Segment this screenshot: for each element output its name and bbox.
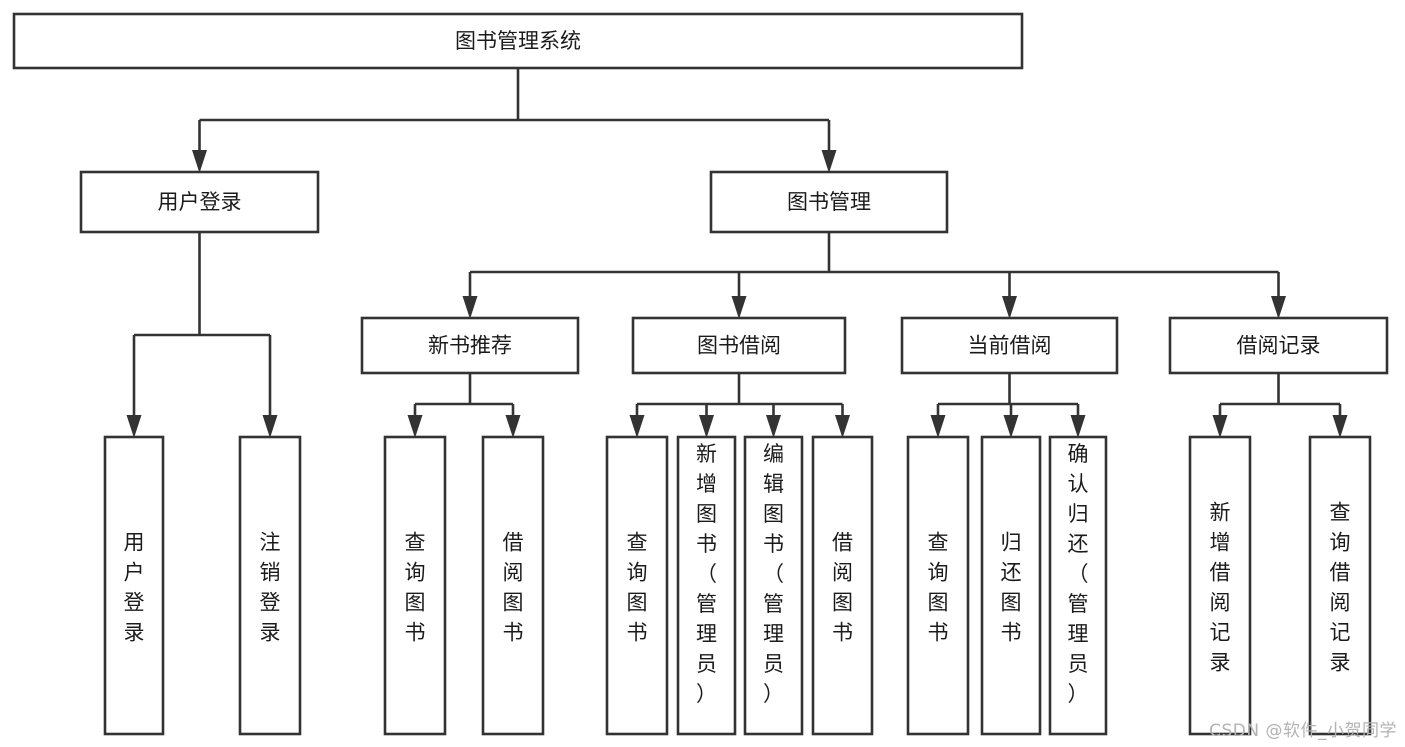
node-label-leaf-add-record: 新增借阅记录: [1210, 501, 1231, 675]
node-box-leaf-add-book[interactable]: [676, 435, 737, 736]
connector-group-current-borrow: [930, 373, 1086, 438]
node-leaf-confirm-return[interactable]: 确认归还（管理员）: [1048, 435, 1108, 736]
node-label-leaf-query-book-3: 查询图书: [928, 531, 949, 645]
connector-layer: [126, 68, 1348, 438]
node-leaf-query-book-2[interactable]: 查询图书: [605, 435, 669, 736]
node-box-root[interactable]: [12, 12, 1024, 70]
arrow-head-icon: [126, 415, 142, 438]
node-leaf-query-book-3[interactable]: 查询图书: [906, 435, 970, 736]
node-box-leaf-confirm-return[interactable]: [1048, 435, 1108, 736]
connector-group-user-login: [126, 232, 278, 438]
arrow-head-icon: [192, 150, 207, 173]
node-label-leaf-logout: 注销登录: [260, 531, 281, 645]
node-book-borrow[interactable]: 图书借阅: [631, 316, 847, 375]
node-box-current-borrow[interactable]: [900, 316, 1119, 375]
node-label-leaf-query-book-1: 查询图书: [405, 531, 426, 645]
node-label-user-login: 用户登录: [158, 190, 242, 214]
node-box-leaf-logout[interactable]: [238, 435, 302, 736]
arrow-head-icon: [629, 415, 645, 438]
arrow-head-icon: [1070, 415, 1086, 438]
node-box-leaf-add-record[interactable]: [1188, 435, 1252, 736]
node-label-borrow-record: 借阅记录: [1237, 334, 1321, 358]
node-leaf-add-record[interactable]: 新增借阅记录: [1188, 435, 1252, 736]
connector-group-borrow-record: [1212, 373, 1348, 438]
node-label-new-book-rec: 新书推荐: [428, 334, 512, 358]
arrow-head-icon: [699, 415, 714, 438]
node-box-new-book-rec[interactable]: [360, 316, 580, 375]
node-leaf-add-book[interactable]: 新增图书（管理员）: [676, 435, 737, 736]
arrow-head-icon: [731, 296, 747, 319]
node-borrow-record[interactable]: 借阅记录: [1168, 316, 1389, 375]
node-leaf-user-login[interactable]: 用户登录: [103, 435, 165, 736]
node-box-user-login[interactable]: [79, 170, 320, 234]
node-current-borrow[interactable]: 当前借阅: [900, 316, 1119, 375]
node-user-login[interactable]: 用户登录: [79, 170, 320, 234]
node-label-leaf-borrow-book-2: 借阅图书: [832, 531, 853, 645]
watermark-label: CSDN @软件_小贺同学: [1209, 721, 1397, 741]
node-box-leaf-borrow-book-2[interactable]: [811, 435, 874, 736]
node-box-book-manage[interactable]: [709, 170, 949, 234]
node-label-leaf-borrow-book-1: 借阅图书: [503, 531, 524, 645]
node-label-leaf-confirm-return: 确认归还（管理员）: [1068, 442, 1089, 706]
node-box-leaf-edit-book[interactable]: [743, 435, 804, 736]
node-leaf-return-book[interactable]: 归还图书: [980, 435, 1042, 736]
node-box-leaf-query-book-1[interactable]: [383, 435, 447, 736]
arrow-head-icon: [1003, 415, 1019, 438]
arrow-head-icon: [407, 415, 423, 438]
node-leaf-borrow-book-2[interactable]: 借阅图书: [811, 435, 874, 736]
arrow-head-icon: [766, 415, 781, 438]
node-leaf-query-record[interactable]: 查询借阅记录: [1308, 435, 1372, 736]
arrow-head-icon: [835, 415, 850, 438]
node-label-leaf-user-login: 用户登录: [124, 531, 145, 645]
node-label-leaf-return-book: 归还图书: [1001, 531, 1022, 645]
node-label-current-borrow: 当前借阅: [968, 334, 1052, 358]
node-root[interactable]: 图书管理系统: [12, 12, 1024, 70]
node-label-root: 图书管理系统: [455, 29, 581, 53]
node-label-leaf-query-record: 查询借阅记录: [1330, 501, 1351, 675]
arrow-head-icon: [930, 415, 946, 438]
node-box-leaf-borrow-book-1[interactable]: [481, 435, 545, 736]
node-box-leaf-query-book-2[interactable]: [605, 435, 669, 736]
node-box-leaf-return-book[interactable]: [980, 435, 1042, 736]
node-book-manage[interactable]: 图书管理: [709, 170, 949, 234]
arrow-head-icon: [1002, 296, 1017, 319]
node-label-book-borrow: 图书借阅: [697, 334, 781, 358]
node-label-leaf-query-book-2: 查询图书: [627, 531, 648, 645]
arrow-head-icon: [505, 415, 521, 438]
arrow-head-icon: [1212, 415, 1228, 438]
node-box-borrow-record[interactable]: [1168, 316, 1389, 375]
node-leaf-query-book-1[interactable]: 查询图书: [383, 435, 447, 736]
connector-group-book-manage: [462, 232, 1286, 319]
node-leaf-borrow-book-1[interactable]: 借阅图书: [481, 435, 545, 736]
node-box-leaf-query-book-3[interactable]: [906, 435, 970, 736]
arrow-head-icon: [1271, 296, 1286, 319]
connector-group-root: [192, 68, 837, 173]
node-label-leaf-add-book: 新增图书（管理员）: [696, 442, 717, 706]
arrow-head-icon: [821, 150, 837, 173]
node-box-book-borrow[interactable]: [631, 316, 847, 375]
node-leaf-edit-book[interactable]: 编辑图书（管理员）: [743, 435, 804, 736]
arrow-head-icon: [1332, 415, 1348, 438]
node-label-book-manage: 图书管理: [787, 190, 871, 214]
node-box-leaf-query-record[interactable]: [1308, 435, 1372, 736]
node-leaf-logout[interactable]: 注销登录: [238, 435, 302, 736]
connector-group-book-borrow: [629, 373, 850, 438]
node-new-book-rec[interactable]: 新书推荐: [360, 316, 580, 375]
connector-group-new-book-rec: [407, 373, 521, 438]
node-label-leaf-edit-book: 编辑图书（管理员）: [763, 442, 784, 706]
arrow-head-icon: [262, 415, 278, 438]
node-layer: 图书管理系统用户登录图书管理新书推荐图书借阅当前借阅借阅记录用户登录注销登录查询…: [12, 12, 1389, 736]
arrow-head-icon: [462, 296, 478, 319]
node-box-leaf-user-login[interactable]: [103, 435, 165, 736]
